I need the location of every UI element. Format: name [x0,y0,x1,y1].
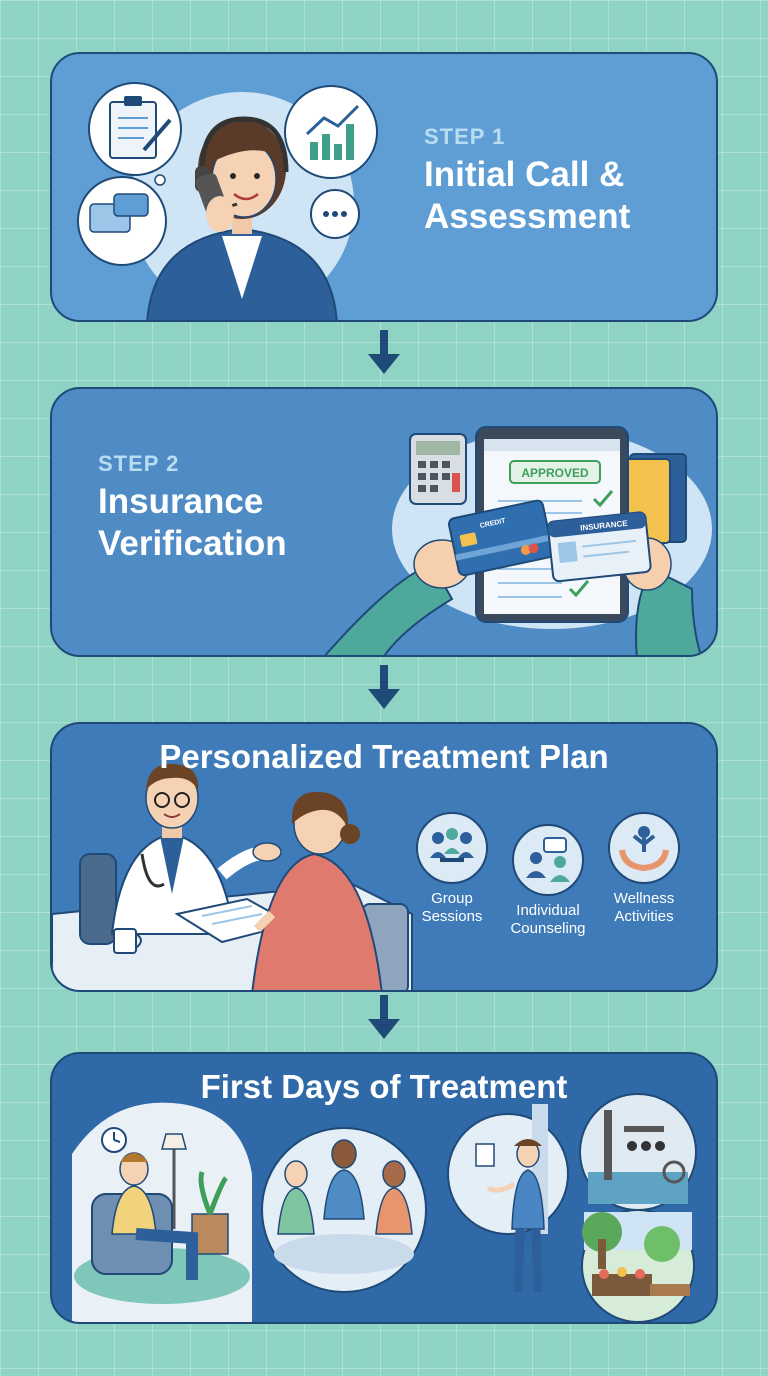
option-group-sessions: Group Sessions [402,812,502,926]
option-wellness-activities: Wellness Activities [594,812,694,926]
option-label-line: Counseling [510,920,586,937]
treatment-plan-illustration [52,763,413,990]
first-days-illustration [72,1093,697,1322]
wellness-activities-icon [608,812,680,884]
option-label-line: Group [431,890,473,907]
step-3-title: Personalized Treatment Plan [159,738,609,775]
approved-stamp: APPROVED [521,466,589,480]
step-2-title: Insurance Verification [98,481,287,565]
step-2-title-line-1: Insurance [98,482,264,521]
option-label-line: Sessions [421,908,483,925]
step-1-card: STEP 1 Initial Call & Assessment [50,52,718,322]
group-sessions-icon [416,812,488,884]
step-1-title-line-1: Initial Call & [424,155,625,194]
step-1-title: Initial Call & Assessment [424,154,630,238]
arrow-down-icon [368,995,400,1039]
insurance-verification-illustration: APPROVED CREDIT INSURANCE [324,426,712,655]
step-1-label: STEP 1 [424,124,506,149]
step-1-title-line-2: Assessment [424,197,631,236]
option-wellness-activities-label: Wellness Activities [594,890,694,926]
step-2-card: APPROVED CREDIT INSURANCE STEP 2 Insuran… [50,387,718,657]
step-4-title: First Days of Treatment [200,1068,568,1105]
step-4-card: First Days of Treatment [50,1052,718,1324]
arrow-down-icon [368,330,400,374]
option-label-line: Individual [516,902,580,919]
step-2-label: STEP 2 [98,451,180,476]
call-assessment-illustration [77,82,378,320]
option-label-line: Activities [614,908,674,925]
step-2-title-line-2: Verification [98,524,287,563]
option-group-sessions-label: Group Sessions [402,890,502,926]
option-individual-counseling: Individual Counseling [498,824,598,938]
arrow-down-icon [368,665,400,709]
step-3-card: Personalized Treatment Plan Group Sessio… [50,722,718,992]
option-individual-counseling-label: Individual Counseling [498,902,598,938]
individual-counseling-icon [512,824,584,896]
option-label-line: Wellness [613,890,675,907]
